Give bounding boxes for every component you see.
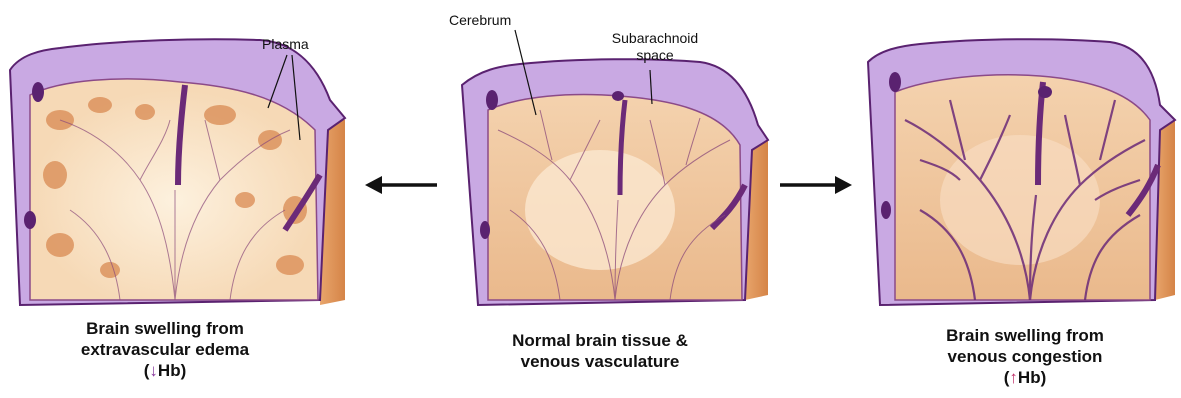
hb-up-arrow-icon: ↑ bbox=[1009, 368, 1018, 387]
normal-white-matter bbox=[525, 150, 675, 270]
normal-membrane-vein bbox=[486, 90, 498, 110]
edema-caption-hb: Hb) bbox=[158, 361, 186, 380]
congestion-caption-hb: Hb) bbox=[1018, 368, 1046, 387]
normal-membrane-vein-3 bbox=[612, 91, 624, 101]
arrow-right bbox=[780, 176, 852, 194]
edema-caption-line2: extravascular edema bbox=[40, 339, 290, 360]
congestion-caption-line3: (↑Hb) bbox=[905, 367, 1145, 388]
normal-caption-line2: venous vasculature bbox=[460, 351, 740, 372]
normal-caption: Normal brain tissue & venous vasculature bbox=[460, 330, 740, 372]
edema-tissue bbox=[30, 79, 318, 300]
congestion-membrane-vein-3 bbox=[1038, 86, 1052, 98]
normal-membrane-vein-2 bbox=[480, 221, 490, 239]
edema-membrane-vein bbox=[32, 82, 44, 102]
congestion-caption: Brain swelling from venous congestion (↑… bbox=[905, 325, 1145, 388]
subarachnoid-label-line2: space bbox=[600, 47, 710, 64]
cerebrum-label: Cerebrum bbox=[449, 12, 511, 29]
congestion-brain-block bbox=[868, 39, 1175, 305]
normal-caption-line1: Normal brain tissue & bbox=[460, 330, 740, 351]
edema-membrane-vein-2 bbox=[24, 211, 36, 229]
congestion-membrane-vein bbox=[889, 72, 901, 92]
congestion-caption-line1: Brain swelling from bbox=[905, 325, 1145, 346]
plasma-label: Plasma bbox=[262, 36, 309, 53]
congestion-caption-line2: venous congestion bbox=[905, 346, 1145, 367]
normal-brain-block bbox=[462, 59, 768, 305]
edema-caption: Brain swelling from extravascular edema … bbox=[40, 318, 290, 381]
hb-down-arrow-icon: ↓ bbox=[149, 361, 158, 380]
arrow-left bbox=[365, 176, 437, 194]
edema-caption-line1: Brain swelling from bbox=[40, 318, 290, 339]
subarachnoid-space-label: Subarachnoid space bbox=[600, 30, 710, 64]
subarachnoid-label-line1: Subarachnoid bbox=[600, 30, 710, 47]
congestion-membrane-vein-2 bbox=[881, 201, 891, 219]
edema-caption-line3: (↓Hb) bbox=[40, 360, 290, 381]
